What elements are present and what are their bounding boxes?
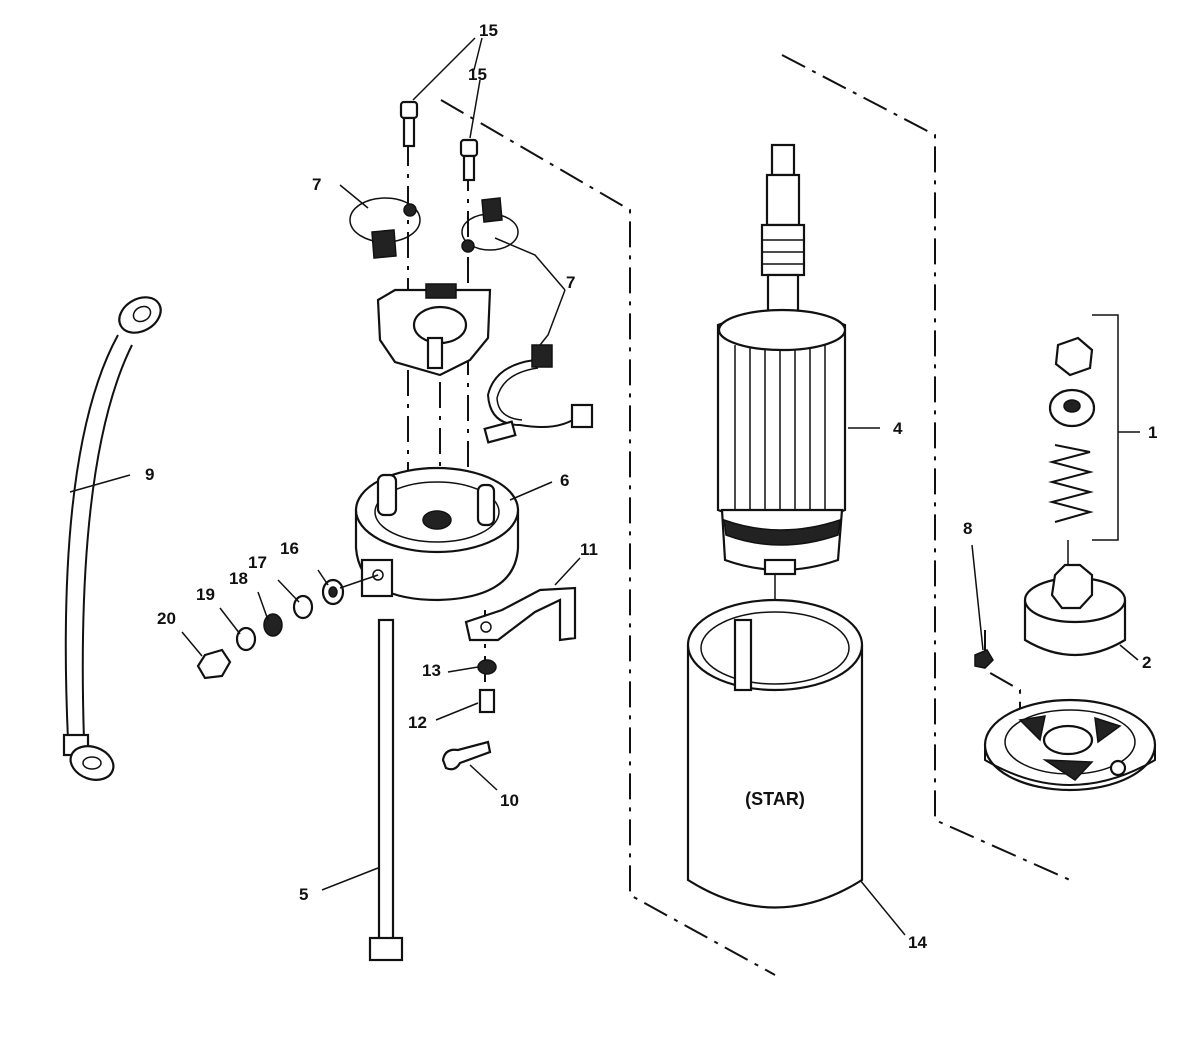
callout-6: 6: [560, 471, 569, 490]
brush-screws: [399, 100, 479, 182]
callout-20: 20: [157, 609, 176, 628]
callout-1: 1: [1148, 423, 1157, 442]
callout-13: 13: [422, 661, 441, 680]
callout-11: 11: [580, 540, 598, 559]
armature: [716, 143, 847, 576]
brush-springs: [349, 197, 519, 259]
callout-7-left: 7: [312, 175, 321, 194]
callout-14: 14: [908, 933, 927, 952]
callout-19: 19: [196, 585, 215, 604]
callout-10: 10: [500, 791, 519, 810]
battery-cable: [62, 296, 162, 781]
callout-7-right: 7: [566, 273, 575, 292]
callout-9: 9: [145, 465, 154, 484]
callout-4: 4: [893, 419, 903, 438]
mounting-bracket: [441, 586, 577, 771]
drive-end-head: [983, 698, 1157, 792]
callout-5: 5: [299, 885, 308, 904]
callout-2: 2: [1142, 653, 1151, 672]
callout-15-mid: 15: [468, 65, 487, 84]
callout-12: 12: [408, 713, 427, 732]
brush-holder-plate: [376, 283, 492, 377]
callout-8: 8: [963, 519, 972, 538]
drive-assembly: [974, 314, 1140, 669]
leader-lines: [69, 37, 1139, 936]
callout-15-top: 15: [479, 21, 498, 40]
callout-labels: 1 2 4 5 6 7 7 8 9 10 11 12 13 14 15 15 1…: [145, 21, 1157, 952]
motor-housing: (STAR): [686, 598, 864, 909]
through-bolt: [368, 618, 404, 962]
callout-18: 18: [229, 569, 248, 588]
housing-label: (STAR): [745, 789, 805, 809]
end-cap: [354, 466, 520, 602]
callout-17: 17: [248, 553, 267, 572]
brush-lead-wire: [483, 344, 594, 444]
callout-16: 16: [280, 539, 299, 558]
